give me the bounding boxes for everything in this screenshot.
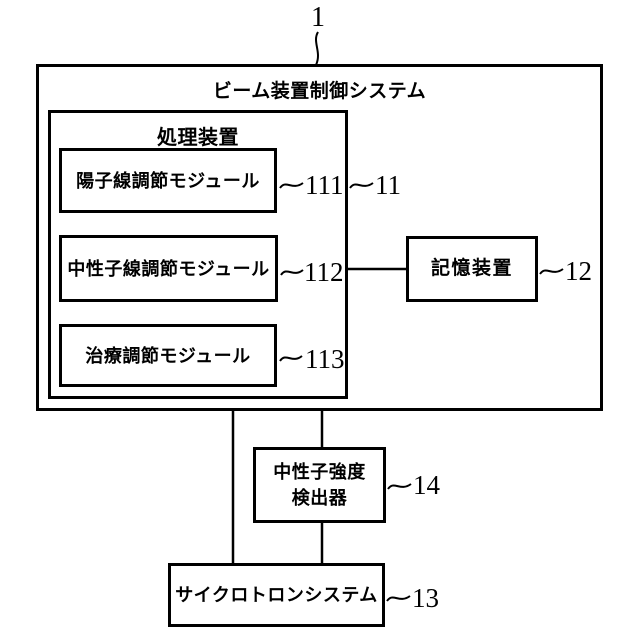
storage-label: 記憶装置 xyxy=(430,258,513,279)
storage-box: 記憶装置 xyxy=(406,236,538,302)
beam-system-title: ビーム装置制御システム xyxy=(212,81,427,102)
cyclotron-label: サイクロトロンシステム xyxy=(175,585,378,605)
ref-12: 12 xyxy=(565,256,592,286)
neutron-module-box: 中性子線調節モジュール xyxy=(59,235,278,302)
ref-113: 113 xyxy=(305,344,345,374)
ref-111: 111 xyxy=(305,170,344,200)
proton-module-label: 陽子線調節モジュール xyxy=(76,170,260,191)
tilde-connector-111 xyxy=(279,182,304,189)
ref-112: 112 xyxy=(304,257,344,287)
figure-lead-squiggle xyxy=(315,31,319,66)
tilde-connector-13 xyxy=(386,595,411,602)
processor-title: 処理装置 xyxy=(157,127,239,149)
processor-box: 処理装置 xyxy=(48,110,348,399)
detector-label-line1: 中性子強度 xyxy=(273,462,366,482)
tilde-connector-14 xyxy=(387,483,412,490)
treatment-module-box: 治療調節モジュール xyxy=(59,324,277,387)
detector-box: 中性子強度 検出器 xyxy=(253,447,386,523)
ref-14: 14 xyxy=(413,470,440,500)
detector-label-line2: 検出器 xyxy=(291,488,348,508)
treatment-module-label: 治療調節モジュール xyxy=(85,345,251,366)
ref-13: 13 xyxy=(412,583,439,613)
beam-system-box: ビーム装置制御システム xyxy=(36,64,603,411)
tilde-connector-112 xyxy=(280,269,304,276)
neutron-module-label: 中性子線調節モジュール xyxy=(67,258,270,279)
figure-number: 1 xyxy=(311,2,325,33)
tilde-connector-12 xyxy=(539,268,564,275)
tilde-connector-113 xyxy=(279,355,303,362)
proton-module-box: 陽子線調節モジュール xyxy=(59,148,277,213)
tilde-connector-11 xyxy=(349,182,374,189)
cyclotron-box: サイクロトロンシステム xyxy=(168,563,385,627)
ref-11: 11 xyxy=(375,170,401,200)
